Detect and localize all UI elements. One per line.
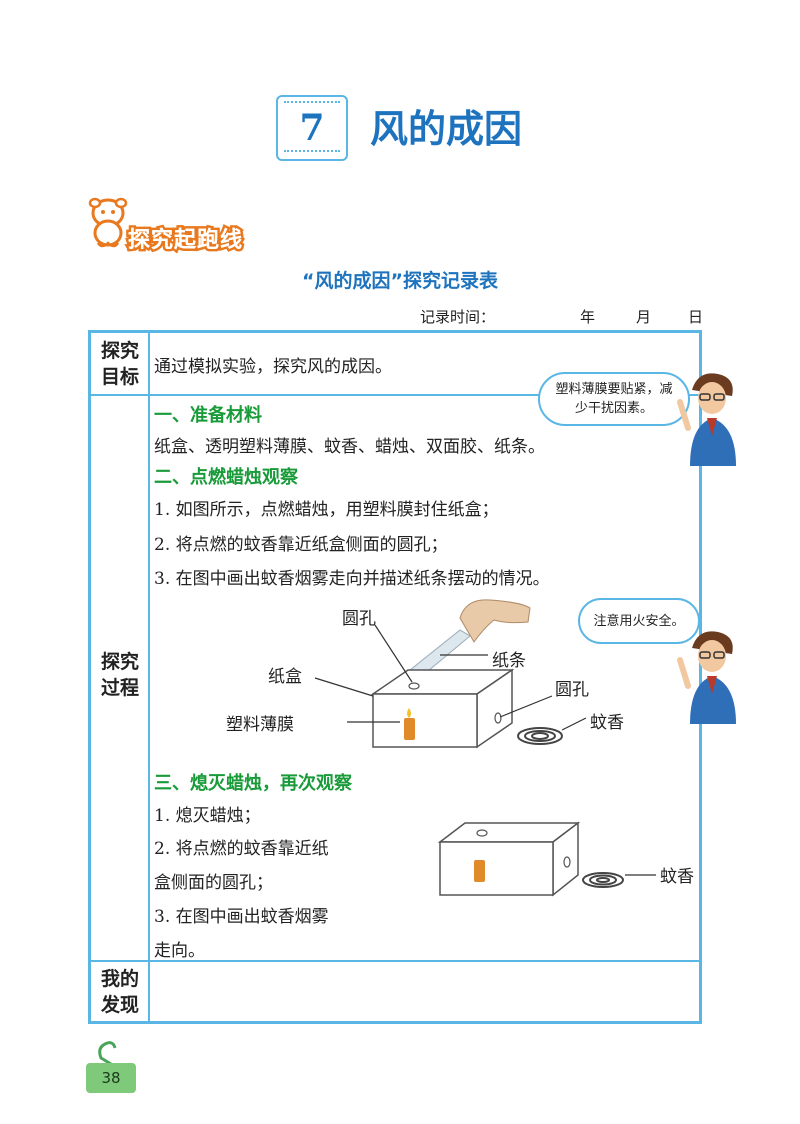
record-time-label: 记录时间：	[420, 308, 496, 326]
label-film: 塑料薄膜	[226, 715, 294, 735]
discovery-header: 我的 发现	[91, 966, 149, 1018]
table-divider	[148, 333, 150, 1021]
experiment-diagram-extinguished	[437, 821, 656, 897]
step3-item: 走向。	[154, 941, 205, 961]
step1-text: 纸盒、透明塑料薄膜、蚊香、蜡烛、双面胶、纸条。	[154, 437, 545, 457]
step1-title: 一、准备材料	[154, 405, 262, 426]
step3-item: 1. 熄灭蜡烛；	[154, 806, 261, 826]
label-incense-2: 蚊香	[660, 867, 694, 887]
label-box: 纸盒	[268, 667, 302, 687]
row-divider	[91, 960, 699, 962]
process-header-line2: 过程	[100, 677, 139, 699]
table-title: “风的成因”探究记录表	[302, 270, 498, 292]
process-header: 探究 过程	[91, 649, 149, 701]
goal-text: 通过模拟实验，探究风的成因。	[154, 357, 392, 377]
step2-item: 1. 如图所示，点燃蜡烛，用塑料膜封住纸盒；	[154, 500, 499, 520]
chapter-number: 7	[299, 107, 325, 149]
step3-title: 三、熄灭蜡烛，再次观察	[154, 773, 352, 794]
chapter-number-box: 7	[276, 95, 348, 161]
teacher-character-icon	[677, 631, 736, 724]
record-time-year: 年	[580, 308, 596, 326]
process-header-line1: 探究	[100, 651, 139, 673]
step3-item: 3. 在图中画出蚊香烟雾	[154, 907, 329, 927]
step2-item: 3. 在图中画出蚊香烟雾走向并描述纸条摆动的情况。	[154, 569, 550, 589]
step2-title: 二、点燃蜡烛观察	[154, 467, 298, 488]
page-number: 38	[86, 1063, 136, 1093]
page-hook-icon	[98, 1041, 117, 1066]
record-table: 探究 目标 探究 过程 我的 发现	[88, 330, 702, 1024]
tip-bubble-film-text: 塑料薄膜要贴紧，减少干扰因素。	[555, 382, 673, 416]
tip-bubble-fire: 注意用火安全。	[578, 598, 700, 644]
step3-item: 盒侧面的圆孔；	[154, 873, 273, 893]
experiment-diagram-lit	[314, 599, 587, 749]
tip-bubble-fire-text: 注意用火安全。	[593, 613, 685, 629]
label-incense: 蚊香	[590, 713, 624, 733]
section-badge: 探究起跑线	[128, 228, 244, 253]
step2-item: 2. 将点燃的蚊香靠近纸盒侧面的圆孔；	[154, 535, 448, 555]
discovery-header-line2: 发现	[100, 994, 139, 1016]
tip-bubble-film: 塑料薄膜要贴紧，减少干扰因素。	[538, 372, 690, 426]
record-time-day: 日	[688, 308, 704, 326]
discovery-header-line1: 我的	[100, 968, 139, 990]
label-paper-strip: 纸条	[492, 651, 526, 671]
cow-mascot-icon	[88, 197, 128, 248]
step3-item: 2. 将点燃的蚊香靠近纸	[154, 839, 329, 859]
label-hole-side: 圆孔	[555, 680, 589, 700]
row-divider	[91, 394, 699, 396]
section-badge-outline: 探究起跑线	[125, 226, 244, 256]
teacher-character-icon	[677, 373, 736, 466]
goal-header: 探究 目标	[91, 338, 149, 390]
goal-header-line1: 探究	[100, 340, 139, 362]
record-time-month: 月	[636, 308, 652, 326]
chapter-title: 风的成因	[370, 107, 523, 151]
label-hole-top: 圆孔	[342, 609, 376, 629]
goal-header-line2: 目标	[100, 366, 139, 388]
